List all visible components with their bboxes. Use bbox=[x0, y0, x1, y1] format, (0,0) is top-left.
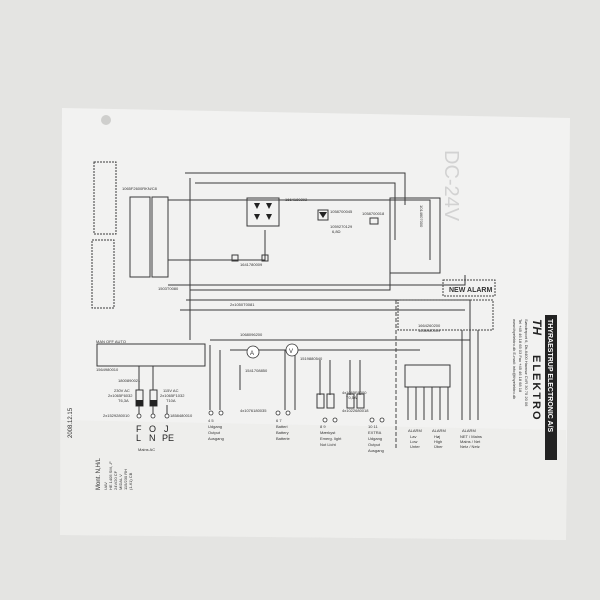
svg-text:4x1065F6000: 4x1065F6000 bbox=[342, 390, 367, 395]
svg-text:2x1065F1032: 2x1065F1032 bbox=[160, 393, 185, 398]
svg-text:Tel +45 46 18 65 03 Fax +45 4: Tel +45 46 18 65 03 Fax +45 46 18 68 18 bbox=[518, 319, 523, 393]
svg-text:Über: Über bbox=[434, 444, 443, 449]
svg-text:PE: PE bbox=[162, 433, 174, 443]
svg-text:8 9: 8 9 bbox=[320, 424, 326, 429]
svg-text:Udgang: Udgang bbox=[208, 424, 222, 429]
svg-text:Høj: Høj bbox=[434, 434, 440, 439]
svg-text:Not Licht: Not Licht bbox=[320, 442, 337, 447]
svg-text:O: O bbox=[149, 424, 156, 434]
svg-text:1059270129: 1059270129 bbox=[330, 224, 353, 229]
svg-text:Output: Output bbox=[368, 442, 381, 447]
svg-text:F: F bbox=[136, 424, 142, 434]
svg-text:Mains / Net: Mains / Net bbox=[460, 439, 481, 444]
svg-text:Low: Low bbox=[410, 439, 417, 444]
svg-text:MIDAL V: MIDAL V bbox=[118, 474, 123, 490]
svg-text:115/230 RH: 115/230 RH bbox=[123, 469, 128, 490]
svg-text:115V AC: 115V AC bbox=[163, 388, 179, 393]
svg-text:1503T0080: 1503T0080 bbox=[158, 286, 179, 291]
output-emergency-light: 8 9 Mærkyst Emerg. light Not Licht bbox=[320, 417, 342, 447]
punch-hole bbox=[101, 115, 111, 125]
svg-text:4x1076180035: 4x1076180035 bbox=[240, 408, 267, 413]
output-extra: 10 11 EXTRA Udgang Output Ausgang bbox=[368, 417, 385, 453]
company-stamp: THYRAESTRUP ELECTRONIC A/S TH ELEKTRO Sø… bbox=[512, 315, 557, 460]
svg-text:Batteri: Batteri bbox=[276, 424, 288, 429]
svg-text:(1-61) CB: (1-61) CB bbox=[128, 472, 133, 490]
wiring-diagram: 1065F2600RKN/C8 1664180292 1058700045 10… bbox=[91, 161, 496, 453]
svg-text:1065F2600RKN/C8: 1065F2600RKN/C8 bbox=[122, 186, 158, 191]
svg-text:6 7: 6 7 bbox=[276, 418, 282, 423]
faint-header: DC-24V bbox=[440, 150, 462, 222]
svg-text:ELEKTRO: ELEKTRO bbox=[530, 355, 542, 422]
output-battery: 6 7 Batteri Battery Batterie bbox=[275, 410, 291, 441]
svg-text:Mains AC: Mains AC bbox=[138, 447, 155, 452]
svg-text:10 11: 10 11 bbox=[368, 424, 378, 429]
svg-text:2x1529280010: 2x1529280010 bbox=[103, 413, 130, 418]
svg-text:L: L bbox=[136, 433, 141, 443]
svg-text:1664180292: 1664180292 bbox=[285, 197, 308, 202]
svg-text:Lav: Lav bbox=[410, 434, 416, 439]
svg-text:1519880540: 1519880540 bbox=[300, 356, 323, 361]
mains-terminals: F L O N J PE Mains AC bbox=[136, 424, 174, 452]
svg-text:Emerg. light: Emerg. light bbox=[320, 436, 342, 441]
output-udgang: 4 5 Udgang Output Ausgang bbox=[208, 410, 224, 441]
svg-text:4 5: 4 5 bbox=[208, 418, 214, 423]
svg-text:230V AC: 230V AC bbox=[114, 388, 130, 393]
svg-text:1658980009: 1658980009 bbox=[418, 328, 441, 333]
svg-text:1068096200: 1068096200 bbox=[240, 332, 263, 337]
svg-text:2x1065F6032: 2x1065F6032 bbox=[108, 393, 133, 398]
svg-text:1014607000: 1014607000 bbox=[419, 205, 424, 228]
svg-text:1058700018: 1058700018 bbox=[362, 211, 385, 216]
svg-text:1564980010: 1564980010 bbox=[96, 367, 119, 372]
svg-text:High: High bbox=[434, 439, 442, 444]
svg-text:1541708850: 1541708850 bbox=[245, 368, 268, 373]
svg-text:1858480010: 1858480010 bbox=[170, 413, 193, 418]
svg-text:THYRAESTRUP ELECTRONIC A/S: THYRAESTRUP ELECTRONIC A/S bbox=[546, 319, 553, 433]
svg-text:6,8Ω: 6,8Ω bbox=[332, 229, 341, 234]
svg-text:Mont. N,H/L: Mont. N,H/L bbox=[96, 457, 102, 490]
side-notes: Mont. N,H/L UAV HE 1405 SM, -F 24V/20 CF… bbox=[96, 457, 133, 490]
svg-text:HE 1405 SM, -F: HE 1405 SM, -F bbox=[108, 461, 113, 490]
svg-text:T0,5A: T0,5A bbox=[346, 395, 357, 400]
svg-text:2x1050T0081: 2x1050T0081 bbox=[230, 302, 255, 307]
svg-text:ALARM: ALARM bbox=[462, 428, 476, 433]
svg-text:UAV: UAV bbox=[103, 482, 108, 490]
new-alarm-label: NEW ALARM bbox=[449, 287, 492, 294]
svg-text:EXTRA: EXTRA bbox=[368, 430, 382, 435]
svg-text:Batterie: Batterie bbox=[276, 436, 291, 441]
svg-text:4x1022680018: 4x1022680018 bbox=[342, 408, 369, 413]
svg-text:T6,3A: T6,3A bbox=[118, 398, 129, 403]
svg-text:1800890021: 1800890021 bbox=[118, 378, 141, 383]
svg-text:1058700045: 1058700045 bbox=[330, 209, 353, 214]
svg-text:www.thyelektro.dk E-mail: inf: www.thyelektro.dk E-mail: info@thyelektr… bbox=[512, 319, 517, 399]
svg-text:Output: Output bbox=[208, 430, 221, 435]
svg-text:A: A bbox=[250, 351, 254, 357]
svg-text:Netz / Netz: Netz / Netz bbox=[460, 444, 480, 449]
svg-text:ALARM: ALARM bbox=[408, 428, 422, 433]
svg-text:T10A: T10A bbox=[166, 398, 176, 403]
svg-text:Ausgang: Ausgang bbox=[208, 436, 224, 441]
svg-text:Unter: Unter bbox=[410, 444, 420, 449]
svg-text:N: N bbox=[149, 433, 156, 443]
svg-text:1641780009: 1641780009 bbox=[240, 262, 263, 267]
svg-text:Mærkyst: Mærkyst bbox=[320, 430, 336, 435]
svg-text:ALARM: ALARM bbox=[432, 428, 446, 433]
svg-text:Ausgang: Ausgang bbox=[368, 448, 384, 453]
svg-text:Battery: Battery bbox=[276, 430, 289, 435]
svg-text:TH: TH bbox=[530, 319, 544, 335]
svg-text:MAN OFF AUTO: MAN OFF AUTO bbox=[96, 339, 126, 344]
svg-text:NET / Mains: NET / Mains bbox=[460, 434, 482, 439]
svg-text:V: V bbox=[289, 349, 293, 355]
svg-text:1664260200: 1664260200 bbox=[418, 323, 441, 328]
date: 2008.12.15 bbox=[68, 407, 74, 438]
svg-text:24V/20 CF: 24V/20 CF bbox=[113, 470, 118, 490]
svg-text:Udgang: Udgang bbox=[368, 436, 382, 441]
svg-text:J: J bbox=[164, 424, 169, 434]
svg-text:Sønderport 6, Dk-6400 Havnsø: Sønderport 6, Dk-6400 Havnsø CVR 30 75 2… bbox=[524, 319, 529, 407]
